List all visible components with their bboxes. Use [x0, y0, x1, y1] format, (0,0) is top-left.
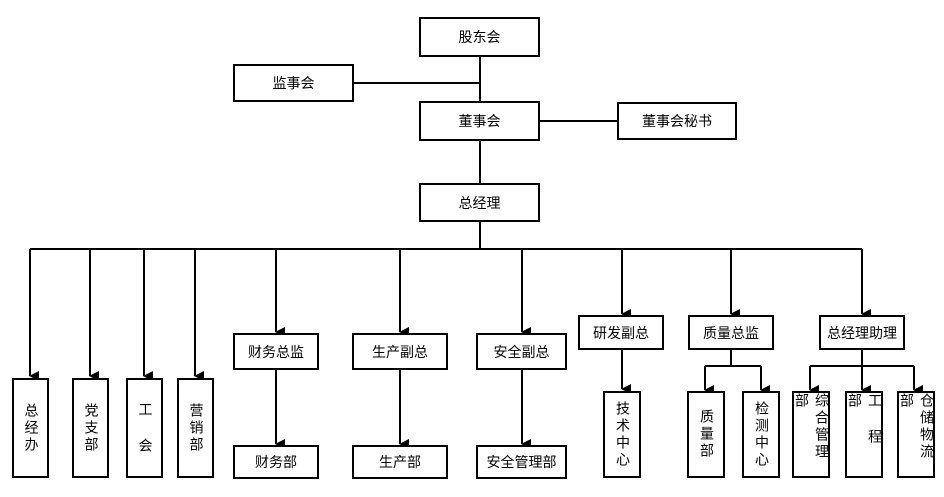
node-finance: 财务部 [233, 445, 319, 479]
node-cfo: 财务总监 [233, 333, 319, 370]
node-label: 检测中心 [753, 400, 769, 469]
node-engineering: 工 程 部 [845, 391, 883, 478]
node-vp-safety: 安全副总 [476, 333, 567, 370]
node-label: 监事会 [272, 76, 315, 92]
node-label: 工 会 [136, 401, 153, 455]
node-quality-director: 质量总监 [688, 315, 774, 350]
node-testing-center: 检测中心 [742, 391, 780, 478]
node-label: 党支部 [82, 402, 99, 454]
node-production: 生产部 [352, 445, 448, 479]
node-gm-office: 总经办 [12, 378, 49, 478]
node-label: 仓储物流部 [898, 393, 934, 461]
node-label: 总经理助理 [827, 325, 897, 342]
node-union: 工 会 [126, 378, 163, 478]
node-gm-assistant: 总经理助理 [819, 315, 905, 350]
node-warehouse-logistics: 仓储物流部 [897, 391, 935, 478]
node-shareholders: 股东会 [419, 17, 540, 57]
node-tech-center: 技术中心 [603, 391, 641, 478]
node-label: 董事会 [458, 114, 501, 130]
node-board: 董事会 [419, 101, 540, 141]
node-label: 安全副总 [493, 344, 550, 361]
node-supervisors: 监事会 [233, 64, 354, 102]
node-label: 安全管理部 [486, 455, 557, 471]
node-label: 股东会 [458, 30, 501, 46]
node-label: 生产部 [379, 455, 421, 471]
node-board-secretary: 董事会秘书 [617, 102, 737, 140]
node-quality: 质量部 [687, 391, 725, 478]
node-label: 总经办 [22, 402, 39, 454]
node-label: 综合管理部 [793, 393, 829, 461]
node-label: 财务总监 [248, 344, 304, 361]
node-label: 技术中心 [614, 400, 630, 469]
node-label: 生产副总 [372, 344, 428, 361]
node-vp-rd: 研发副总 [578, 315, 664, 350]
node-marketing: 营销部 [177, 378, 214, 478]
node-label: 总经理 [458, 195, 501, 212]
node-safety-mgmt: 安全管理部 [476, 445, 567, 479]
node-label: 工 程 部 [846, 393, 882, 446]
node-general-mgmt: 综合管理部 [792, 391, 830, 478]
node-party-branch: 党支部 [72, 378, 109, 478]
node-label: 质量总监 [703, 325, 759, 342]
node-vp-production: 生产副总 [352, 333, 448, 370]
node-label: 财务部 [255, 455, 297, 471]
node-label: 质量部 [698, 409, 714, 460]
node-general-manager: 总经理 [419, 183, 540, 222]
node-label: 营销部 [187, 402, 204, 454]
node-label: 研发副总 [593, 325, 649, 342]
node-label: 董事会秘书 [642, 114, 712, 130]
